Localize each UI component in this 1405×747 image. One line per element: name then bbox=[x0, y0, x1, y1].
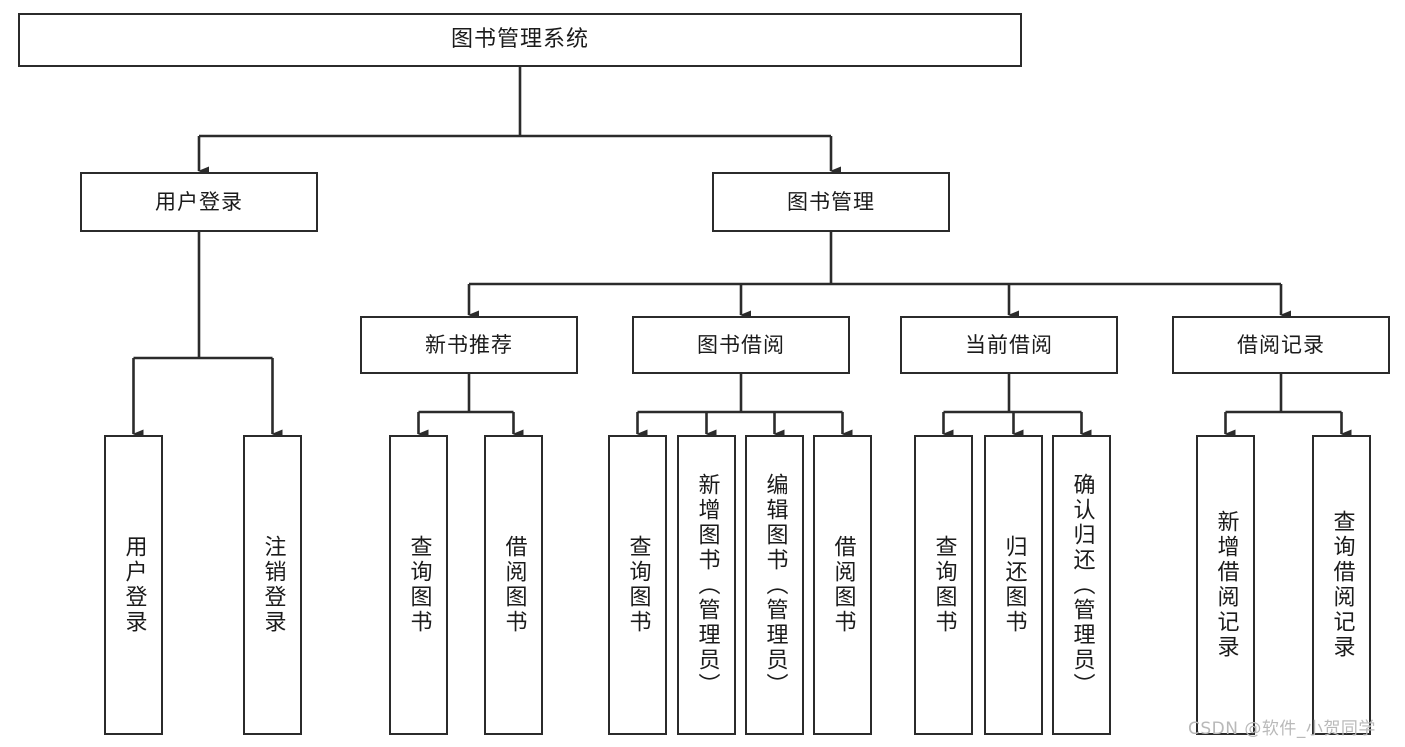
node-label: 查询图书 bbox=[931, 535, 957, 635]
node-leaf-confirm-return[interactable]: 确认归还（管理员） bbox=[1052, 435, 1111, 735]
node-leaf-user-login[interactable]: 用户登录 bbox=[104, 435, 163, 735]
node-label: 编辑图书（管理员） bbox=[762, 472, 788, 698]
node-label: 新增借阅记录 bbox=[1213, 510, 1239, 660]
node-leaf-query-book-rec[interactable]: 查询图书 bbox=[389, 435, 448, 735]
node-leaf-logout[interactable]: 注销登录 bbox=[243, 435, 302, 735]
node-leaf-borrow-book-rec[interactable]: 借阅图书 bbox=[484, 435, 543, 735]
node-user-login[interactable]: 用户登录 bbox=[80, 172, 318, 232]
node-label: 查询借阅记录 bbox=[1329, 510, 1355, 660]
node-label: 新书推荐 bbox=[425, 332, 513, 357]
node-borrow-record[interactable]: 借阅记录 bbox=[1172, 316, 1390, 374]
node-label: 借阅记录 bbox=[1237, 332, 1325, 357]
node-label: 新增图书（管理员） bbox=[694, 472, 720, 698]
node-label: 借阅图书 bbox=[501, 535, 527, 635]
node-label: 图书借阅 bbox=[697, 332, 785, 357]
node-label: 归还图书 bbox=[1001, 535, 1027, 635]
node-label: 确认归还（管理员） bbox=[1069, 472, 1095, 698]
node-label: 查询图书 bbox=[625, 535, 651, 635]
node-label: 用户登录 bbox=[155, 189, 243, 214]
node-root-system[interactable]: 图书管理系统 bbox=[18, 13, 1022, 67]
node-leaf-query-book-cb[interactable]: 查询图书 bbox=[914, 435, 973, 735]
node-leaf-add-book[interactable]: 新增图书（管理员） bbox=[677, 435, 736, 735]
node-label: 注销登录 bbox=[260, 535, 286, 635]
node-book-manage[interactable]: 图书管理 bbox=[712, 172, 950, 232]
node-label: 用户登录 bbox=[121, 535, 147, 635]
node-leaf-return-book[interactable]: 归还图书 bbox=[984, 435, 1043, 735]
node-leaf-query-record[interactable]: 查询借阅记录 bbox=[1312, 435, 1371, 735]
node-book-borrow[interactable]: 图书借阅 bbox=[632, 316, 850, 374]
node-leaf-query-book-bb[interactable]: 查询图书 bbox=[608, 435, 667, 735]
node-leaf-add-record[interactable]: 新增借阅记录 bbox=[1196, 435, 1255, 735]
node-new-book-recommend[interactable]: 新书推荐 bbox=[360, 316, 578, 374]
node-leaf-edit-book[interactable]: 编辑图书（管理员） bbox=[745, 435, 804, 735]
node-current-borrow[interactable]: 当前借阅 bbox=[900, 316, 1118, 374]
node-label: 查询图书 bbox=[406, 535, 432, 635]
node-label: 图书管理系统 bbox=[450, 27, 589, 53]
node-label: 借阅图书 bbox=[830, 535, 856, 635]
node-label: 当前借阅 bbox=[965, 332, 1053, 357]
node-label: 图书管理 bbox=[787, 189, 875, 214]
node-leaf-borrow-book-bb[interactable]: 借阅图书 bbox=[813, 435, 872, 735]
